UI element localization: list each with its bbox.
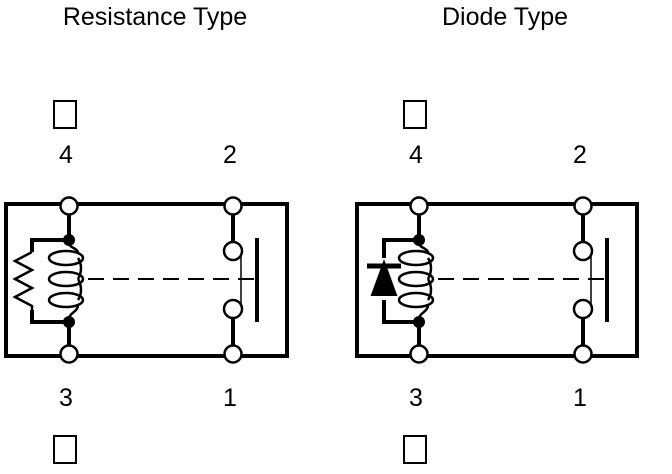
coil-icon-turn-3 — [397, 291, 435, 309]
junction-dot-bottom — [413, 316, 425, 328]
panel-resistance-type: Resistance Type 4 2 3 1 — [4, 3, 289, 464]
fixed-contact-upper-icon — [222, 240, 244, 262]
coil-icon-link-2 — [76, 278, 83, 301]
polarity-marker-bottom-icon — [403, 435, 427, 464]
diode-bottom-lead-wire — [382, 300, 419, 324]
polarity-marker-bottom-icon — [53, 435, 77, 464]
terminal-label-4: 4 — [59, 141, 73, 169]
resistor-icon — [12, 250, 35, 310]
coil-icon-turn-1 — [47, 249, 85, 267]
relay-body-outline — [355, 202, 639, 358]
terminal-node-4-icon — [409, 196, 429, 216]
terminal-label-1: 1 — [223, 384, 237, 412]
coil-icon-link-2 — [426, 278, 433, 301]
coil-icon-link-1 — [76, 257, 83, 280]
junction-dot-bottom — [63, 316, 75, 328]
diode-icon — [370, 259, 398, 296]
polarity-marker-top-icon — [53, 100, 77, 129]
fixed-contact-lower-icon — [222, 298, 244, 320]
diode-top-lead-wire — [382, 238, 419, 258]
terminal-node-3-icon — [59, 344, 79, 364]
resistor-top-lead-wire — [30, 238, 69, 252]
terminal-label-3: 3 — [409, 384, 423, 412]
coil-icon-turn-2 — [47, 270, 85, 288]
resistor-bottom-lead-wire — [30, 310, 69, 324]
terminal-label-2: 2 — [573, 141, 587, 169]
terminal-node-1-icon — [223, 344, 243, 364]
terminal-label-1: 1 — [573, 384, 587, 412]
fixed-contact-upper-icon — [572, 240, 594, 262]
panel-title-resistance: Resistance Type — [63, 3, 247, 31]
coil-icon-turn-1 — [397, 249, 435, 267]
panel-title-diode: Diode Type — [442, 3, 568, 31]
coil-icon-turn-2 — [397, 270, 435, 288]
junction-dot-top — [63, 234, 75, 246]
coil-icon-link-1 — [426, 257, 433, 280]
coil-icon-turn-3 — [47, 291, 85, 309]
terminal-label-4: 4 — [409, 141, 423, 169]
fixed-contact-lower-icon — [572, 298, 594, 320]
relay-body-outline — [4, 202, 289, 358]
terminal-node-3-icon — [409, 344, 429, 364]
polarity-marker-top-icon — [403, 100, 427, 129]
terminal-node-2-icon — [573, 196, 593, 216]
terminal-node-1-icon — [573, 344, 593, 364]
terminal-label-2: 2 — [223, 141, 237, 169]
junction-dot-top — [413, 234, 425, 246]
terminal-label-3: 3 — [59, 384, 73, 412]
panel-diode-type: Diode Type 4 2 3 1 — [355, 3, 639, 464]
terminal-node-4-icon — [59, 196, 79, 216]
terminal-node-2-icon — [223, 196, 243, 216]
